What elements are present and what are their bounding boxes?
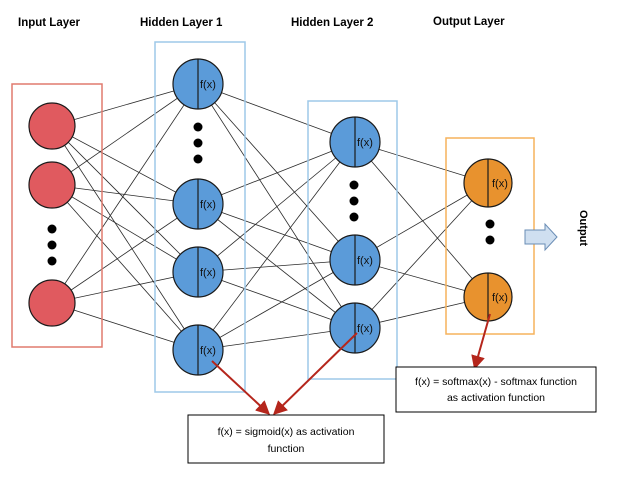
edge-input-0-to-hidden1-1 [51,125,199,205]
hidden2-neuron-2-fx-label: f(x) [357,255,373,267]
hidden1-neuron-1-fx-label: f(x) [200,79,216,91]
edge-hidden1-3-to-hidden2-0 [197,141,356,351]
hidden2-neuron-1-fx-label: f(x) [357,137,373,149]
output-ellipsis-dots [485,219,495,245]
sigmoid-arrow-from-hidden2 [272,332,358,415]
edge-hidden2-2-to-output-0 [354,182,489,329]
edge-hidden2-0-to-output-1 [354,141,489,298]
hidden1-neuron-2-fx-label: f(x) [200,199,216,211]
edge-input-1-to-hidden1-0 [51,83,199,186]
hidden2-neuron-1: f(x) [329,116,381,168]
input-layer-box [11,83,103,348]
hidden1-neuron-4-fx-label: f(x) [200,345,216,357]
edge-hidden2-1-to-output-0 [354,182,489,261]
hidden-1-ellipsis-dots [193,122,203,164]
hidden-layer-2-title: Hidden Layer 2 [291,17,373,29]
edge-input-0-to-hidden1-2 [51,125,199,273]
edge-input-1-to-hidden1-2 [51,184,199,273]
edge-hidden1-1-to-hidden2-0 [197,141,356,205]
hidden1-neuron-3-fx-label: f(x) [200,267,216,279]
hidden1-neuron-4: f(x) [172,324,224,376]
hidden1-neuron-3: f(x) [172,246,224,298]
output-neuron-1-fx-label: f(x) [492,178,508,190]
neurons: f(x) f(x) f(x) f(x) f(x) f(x) f(x) f(x) f(x) [28,58,513,376]
connection-lines [51,83,489,351]
softmax-note-line1: f(x) = softmax(x) - softmax function [415,376,577,388]
edge-input-1-to-hidden1-3 [51,184,199,351]
softmax-note: f(x) = softmax(x) - softmax function as … [395,366,597,413]
edge-hidden1-1-to-hidden2-1 [197,203,356,261]
output-arrow-icon [524,222,558,252]
output-layer-title: Output Layer [433,16,505,28]
sigmoid-note: f(x) = sigmoid(x) as activation function [187,414,385,464]
edge-hidden1-2-to-hidden2-0 [197,141,356,273]
input-neuron-3 [28,279,76,327]
hidden1-neuron-2: f(x) [172,178,224,230]
output-neuron-1: f(x) [463,158,513,208]
input-layer-title: Input Layer [18,17,81,29]
edge-input-2-to-hidden1-1 [51,203,199,304]
hidden2-neuron-2: f(x) [329,234,381,286]
hidden-layer-1-title: Hidden Layer 1 [140,17,223,29]
sigmoid-arrow-from-hidden1 [211,360,271,415]
edge-hidden1-2-to-hidden2-1 [197,259,356,273]
edge-input-2-to-hidden1-0 [51,83,199,304]
edge-hidden1-0-to-hidden2-0 [197,83,356,143]
output-neuron-2-fx-label: f(x) [492,292,508,304]
output-neuron-2: f(x) [463,272,513,322]
output-label: Output [577,210,589,246]
edge-hidden1-3-to-hidden2-2 [197,327,356,351]
input-neuron-2 [28,161,76,209]
edge-input-0-to-hidden1-3 [51,125,199,351]
edge-hidden1-2-to-hidden2-2 [197,271,356,329]
softmax-arrow [471,313,491,370]
softmax-note-line2: as activation function [447,392,545,404]
hidden1-neuron-1: f(x) [172,58,224,110]
edge-hidden1-0-to-hidden2-1 [197,83,356,261]
hidden-layer-2-box [307,100,398,380]
hidden2-neuron-3-fx-label: f(x) [357,323,373,335]
input-neuron-1 [28,102,76,150]
sigmoid-note-line2: function [268,443,305,455]
edge-hidden1-0-to-hidden2-2 [197,83,356,329]
hidden2-neuron-3: f(x) [329,302,381,354]
edge-hidden1-3-to-hidden2-1 [197,259,356,351]
input-ellipsis-dots [47,224,57,266]
hidden-2-ellipsis-dots [349,180,359,222]
hidden-layer-1-box [154,41,246,393]
sigmoid-note-line1: f(x) = sigmoid(x) as activation [218,426,355,438]
